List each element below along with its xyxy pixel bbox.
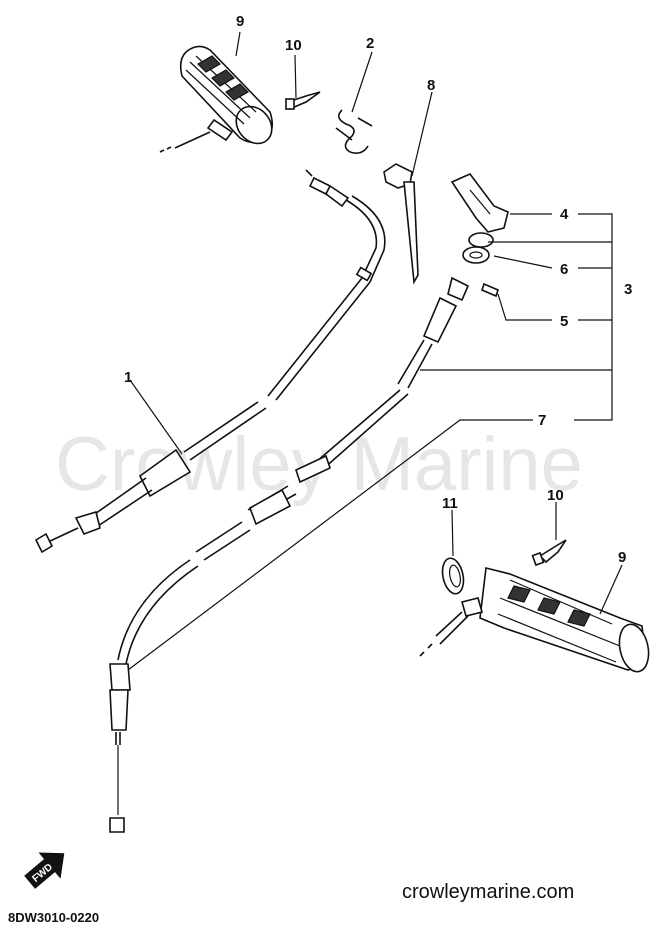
callout-6: 6 (560, 261, 568, 278)
callout-4: 4 (560, 206, 569, 223)
website-text: crowleymarine.com (402, 881, 574, 903)
callout-11: 11 (442, 495, 458, 512)
fwd-arrow-icon: FWD (24, 852, 65, 889)
callout-9-top: 9 (236, 13, 244, 30)
screw-top (285, 91, 321, 110)
cable-part-7 (109, 276, 470, 833)
callout-10-bottom: 10 (547, 487, 564, 504)
nut-part-6 (462, 232, 494, 264)
cable-part-1 (34, 169, 386, 554)
bracket-part-4 (450, 173, 509, 233)
screw-bottom (531, 539, 567, 567)
grip-bottom-right (419, 567, 650, 673)
callout-2: 2 (366, 35, 374, 52)
callout-3: 3 (624, 281, 632, 298)
pin-part-5 (481, 282, 499, 298)
drawing-code: 8DW3010-0220 (8, 910, 99, 925)
callout-10-top: 10 (285, 37, 302, 54)
callout-8: 8 (427, 77, 435, 94)
grip-top-left (159, 45, 274, 153)
callout-1: 1 (124, 369, 132, 386)
cable-tie-part-8 (383, 163, 419, 285)
callout-7: 7 (538, 412, 546, 429)
callout-5: 5 (560, 313, 568, 330)
collar-part-11 (441, 557, 465, 595)
clip-part-2 (335, 109, 373, 154)
leader-lines (127, 31, 623, 671)
callout-labels: 1 2 3 4 5 6 7 8 9 9 10 10 11 (124, 13, 632, 566)
callout-9-bottom: 9 (618, 549, 626, 566)
